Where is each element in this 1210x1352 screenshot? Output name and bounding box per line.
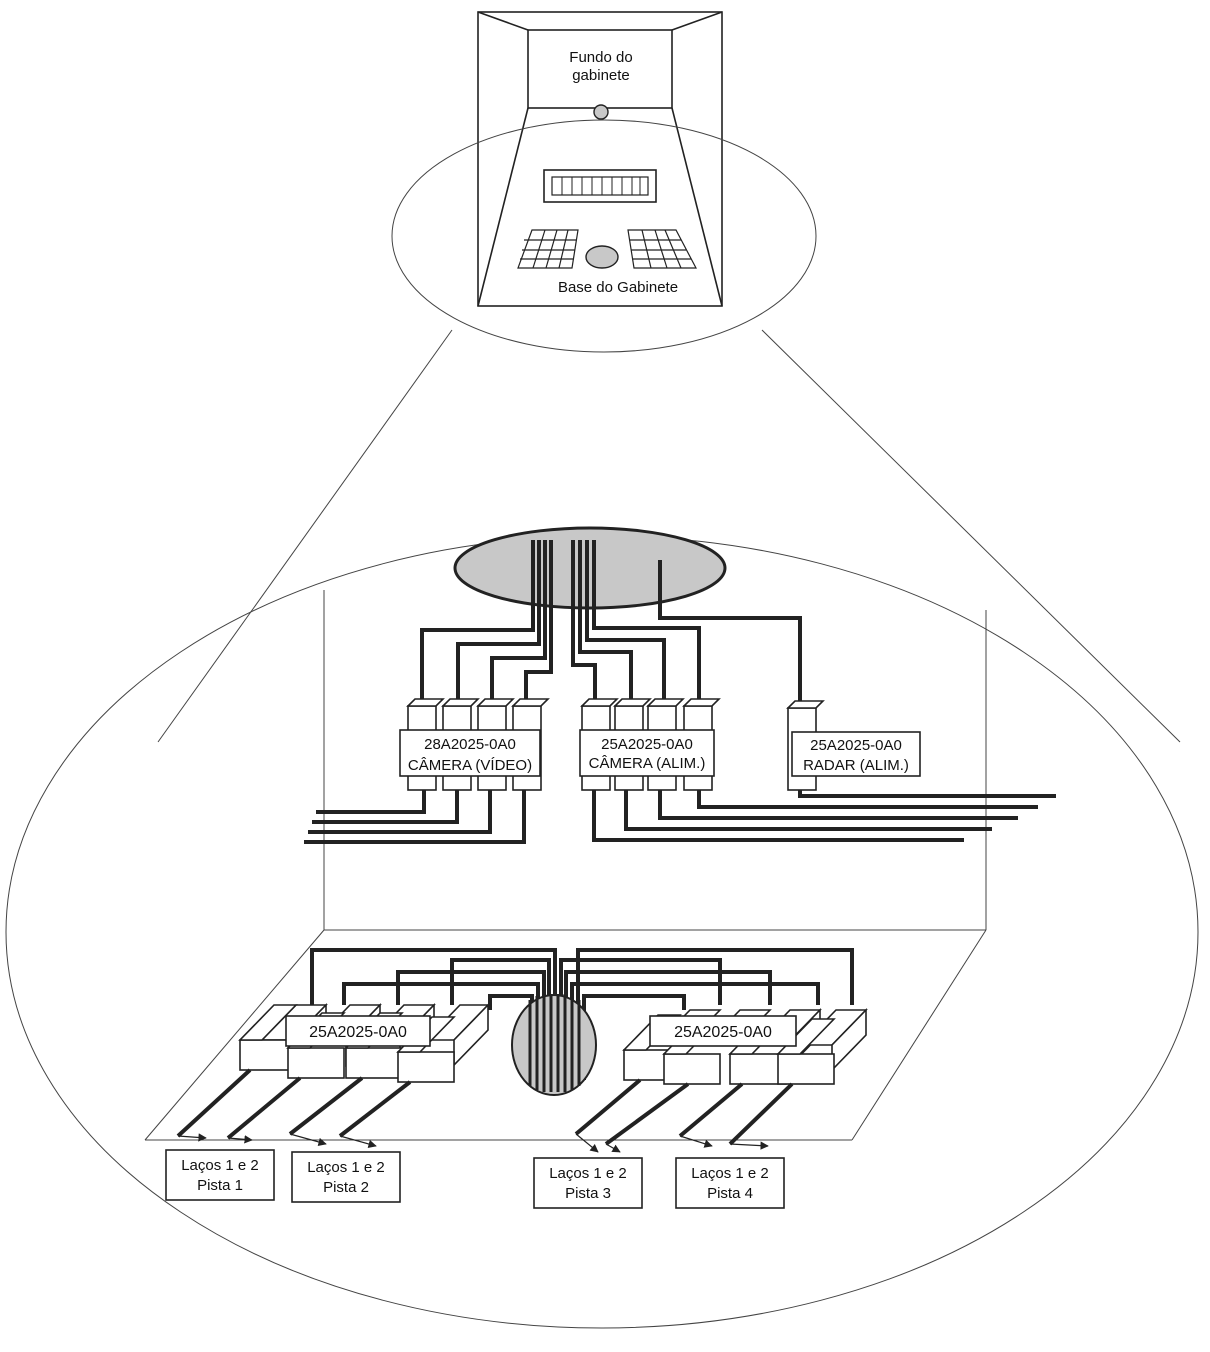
- cabinet-box: Fundo do gabinete Base do Gabinete: [477, 11, 723, 307]
- loop-label-pista-4: Laços 1 e 2 Pista 4: [675, 1157, 785, 1209]
- lower-right-label: 25A2025-0A0: [649, 1015, 797, 1047]
- lower-cable-bundle-icon: [511, 994, 597, 1096]
- cabinet-back-label-line2: gabinete: [572, 67, 630, 84]
- lower-left-code: 25A2025-0A0: [309, 1024, 407, 1041]
- zoom-circle-large: [5, 535, 1199, 1329]
- back-panel: [323, 590, 987, 931]
- cable-hole-icon: [593, 104, 609, 120]
- base-terminal-right: [627, 229, 697, 269]
- base-terminal-left: [517, 229, 579, 269]
- video-code: 28A2025-0A0: [424, 736, 516, 753]
- power-code: 25A2025-0A0: [601, 736, 693, 753]
- loop-label-pista-3: Laços 1 e 2 Pista 3: [533, 1157, 643, 1209]
- cabinet-back-label-line1: Fundo do: [569, 49, 632, 66]
- loop-3-line1: Laços 1 e 2: [549, 1165, 627, 1182]
- loop-3-line2: Pista 3: [565, 1185, 611, 1202]
- loop-1-line2: Pista 1: [197, 1177, 243, 1194]
- radar-desc: RADAR (ALIM.): [803, 757, 909, 774]
- radar-code: 25A2025-0A0: [810, 737, 902, 754]
- loop-2-line2: Pista 2: [323, 1179, 369, 1196]
- loop-4-line1: Laços 1 e 2: [691, 1165, 769, 1182]
- video-desc: CÂMERA (VÍDEO): [408, 757, 532, 774]
- upper-outgoing-cables: [304, 790, 1056, 844]
- upper-cable-bundle-icon: [453, 526, 727, 610]
- loop-1-line1: Laços 1 e 2: [181, 1157, 259, 1174]
- cabinet-base-label: Base do Gabinete: [558, 279, 678, 296]
- loop-4-line2: Pista 4: [707, 1185, 753, 1202]
- loop-2-line1: Laços 1 e 2: [307, 1159, 385, 1176]
- loop-label-pista-1: Laços 1 e 2 Pista 1: [165, 1149, 275, 1201]
- power-label: 25A2025-0A0 CÂMERA (ALIM.): [579, 729, 715, 777]
- power-desc: CÂMERA (ALIM.): [589, 755, 706, 772]
- radar-label: 25A2025-0A0 RADAR (ALIM.): [791, 731, 921, 777]
- lower-left-label: 25A2025-0A0: [285, 1015, 431, 1047]
- video-label: 28A2025-0A0 CÂMERA (VÍDEO): [399, 729, 541, 777]
- terminal-strip: [543, 169, 657, 203]
- loop-wires: [176, 1068, 794, 1146]
- lower-bundle-wires: [528, 994, 581, 1092]
- loop-label-pista-2: Laços 1 e 2 Pista 2: [291, 1151, 401, 1203]
- lower-right-code: 25A2025-0A0: [674, 1024, 772, 1041]
- zoom-circle-small: [391, 119, 817, 353]
- upper-cables: [420, 540, 802, 705]
- zoom-guide-lines: [157, 329, 1181, 743]
- loop-arrows: [177, 1133, 769, 1153]
- base-cable-hole-icon: [585, 245, 619, 269]
